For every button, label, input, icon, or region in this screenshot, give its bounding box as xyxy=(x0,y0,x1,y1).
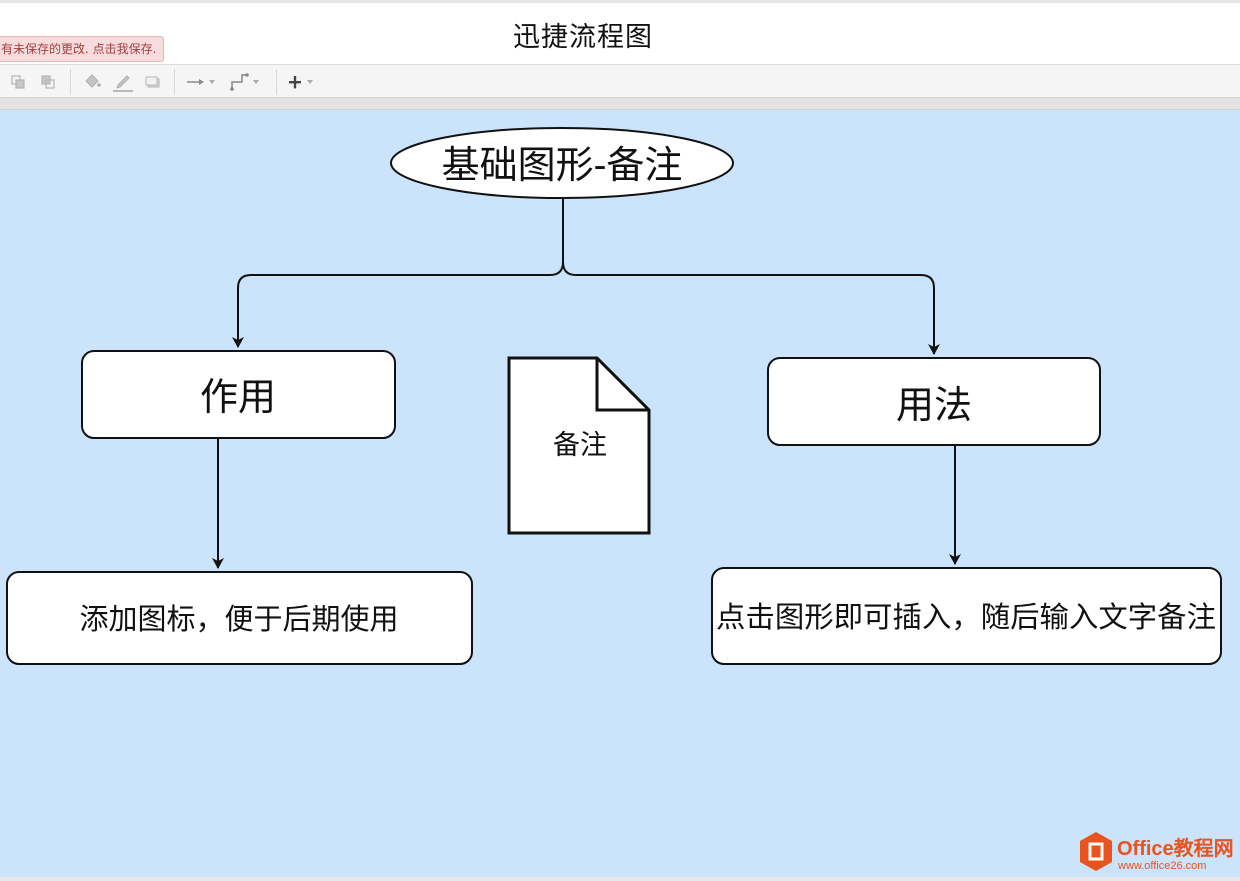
connector-root-to-usage[interactable] xyxy=(232,197,564,348)
toolbar-divider xyxy=(70,69,71,95)
note-shape-label: 备注 xyxy=(553,430,607,461)
pencil-icon xyxy=(113,75,133,92)
to-front-icon xyxy=(11,75,25,89)
toolbar-divider xyxy=(276,69,277,95)
insert-button[interactable] xyxy=(286,69,322,95)
method-detail-node[interactable]: 点击图形即可插入，随后输入文字备注 xyxy=(711,567,1222,665)
toolbar xyxy=(0,64,1240,98)
unsaved-changes-notice[interactable]: 有未保存的更改. 点击我保存. xyxy=(0,36,165,62)
connection-style-button[interactable] xyxy=(184,69,220,95)
watermark-url: www.office26.com xyxy=(1117,860,1206,872)
title-bar: 迅捷流程图 有未保存的更改. 点击我保存. xyxy=(0,0,1240,64)
to-front-button[interactable] xyxy=(8,69,30,95)
toolbar-divider xyxy=(174,69,175,95)
chevron-down-icon xyxy=(307,80,313,84)
usage-detail-label: 添加图标，便于后期使用 xyxy=(79,602,398,636)
chevron-down-icon xyxy=(253,80,259,84)
chevron-down-icon xyxy=(209,80,215,84)
usage-node-label: 作用 xyxy=(200,375,276,419)
plus-icon xyxy=(289,76,313,89)
office-logo-icon xyxy=(1080,832,1112,871)
office26-watermark: Office教程网 www.office26.com xyxy=(1080,832,1234,872)
line-color-button[interactable] xyxy=(111,69,135,95)
note-shape[interactable]: 备注 xyxy=(507,356,651,535)
arrow-right-icon xyxy=(187,79,215,85)
method-node[interactable]: 用法 xyxy=(767,357,1101,446)
watermark-brand: Office教程网 xyxy=(1117,836,1234,860)
usage-node[interactable]: 作用 xyxy=(81,350,396,439)
ruler-strip xyxy=(0,98,1240,110)
root-node[interactable]: 基础图形-备注 xyxy=(390,127,734,199)
to-back-button[interactable] xyxy=(38,69,60,95)
method-node-label: 用法 xyxy=(896,383,972,427)
fill-color-button[interactable] xyxy=(81,69,103,95)
shadow-button[interactable] xyxy=(142,69,164,95)
connector-root-to-method[interactable] xyxy=(562,197,940,355)
bottom-border xyxy=(0,877,1240,881)
elbow-connector-icon xyxy=(230,73,259,91)
usage-detail-node[interactable]: 添加图标，便于后期使用 xyxy=(6,571,473,665)
waypoint-style-button[interactable] xyxy=(228,69,264,95)
diagram-canvas[interactable]: 基础图形-备注 作用 备注 用法 添加图标，便于后期使用 点击图形即可插入，随后… xyxy=(0,110,1240,877)
shadow-icon xyxy=(145,76,160,88)
document-title[interactable]: 迅捷流程图 xyxy=(513,22,653,53)
root-node-label: 基础图形-备注 xyxy=(442,143,683,187)
to-back-icon xyxy=(41,75,55,89)
flowchart: 基础图形-备注 作用 备注 用法 添加图标，便于后期使用 点击图形即可插入，随后… xyxy=(6,127,1234,872)
method-detail-label: 点击图形即可插入，随后输入文字备注 xyxy=(716,600,1216,634)
paint-bucket-icon xyxy=(85,74,101,88)
